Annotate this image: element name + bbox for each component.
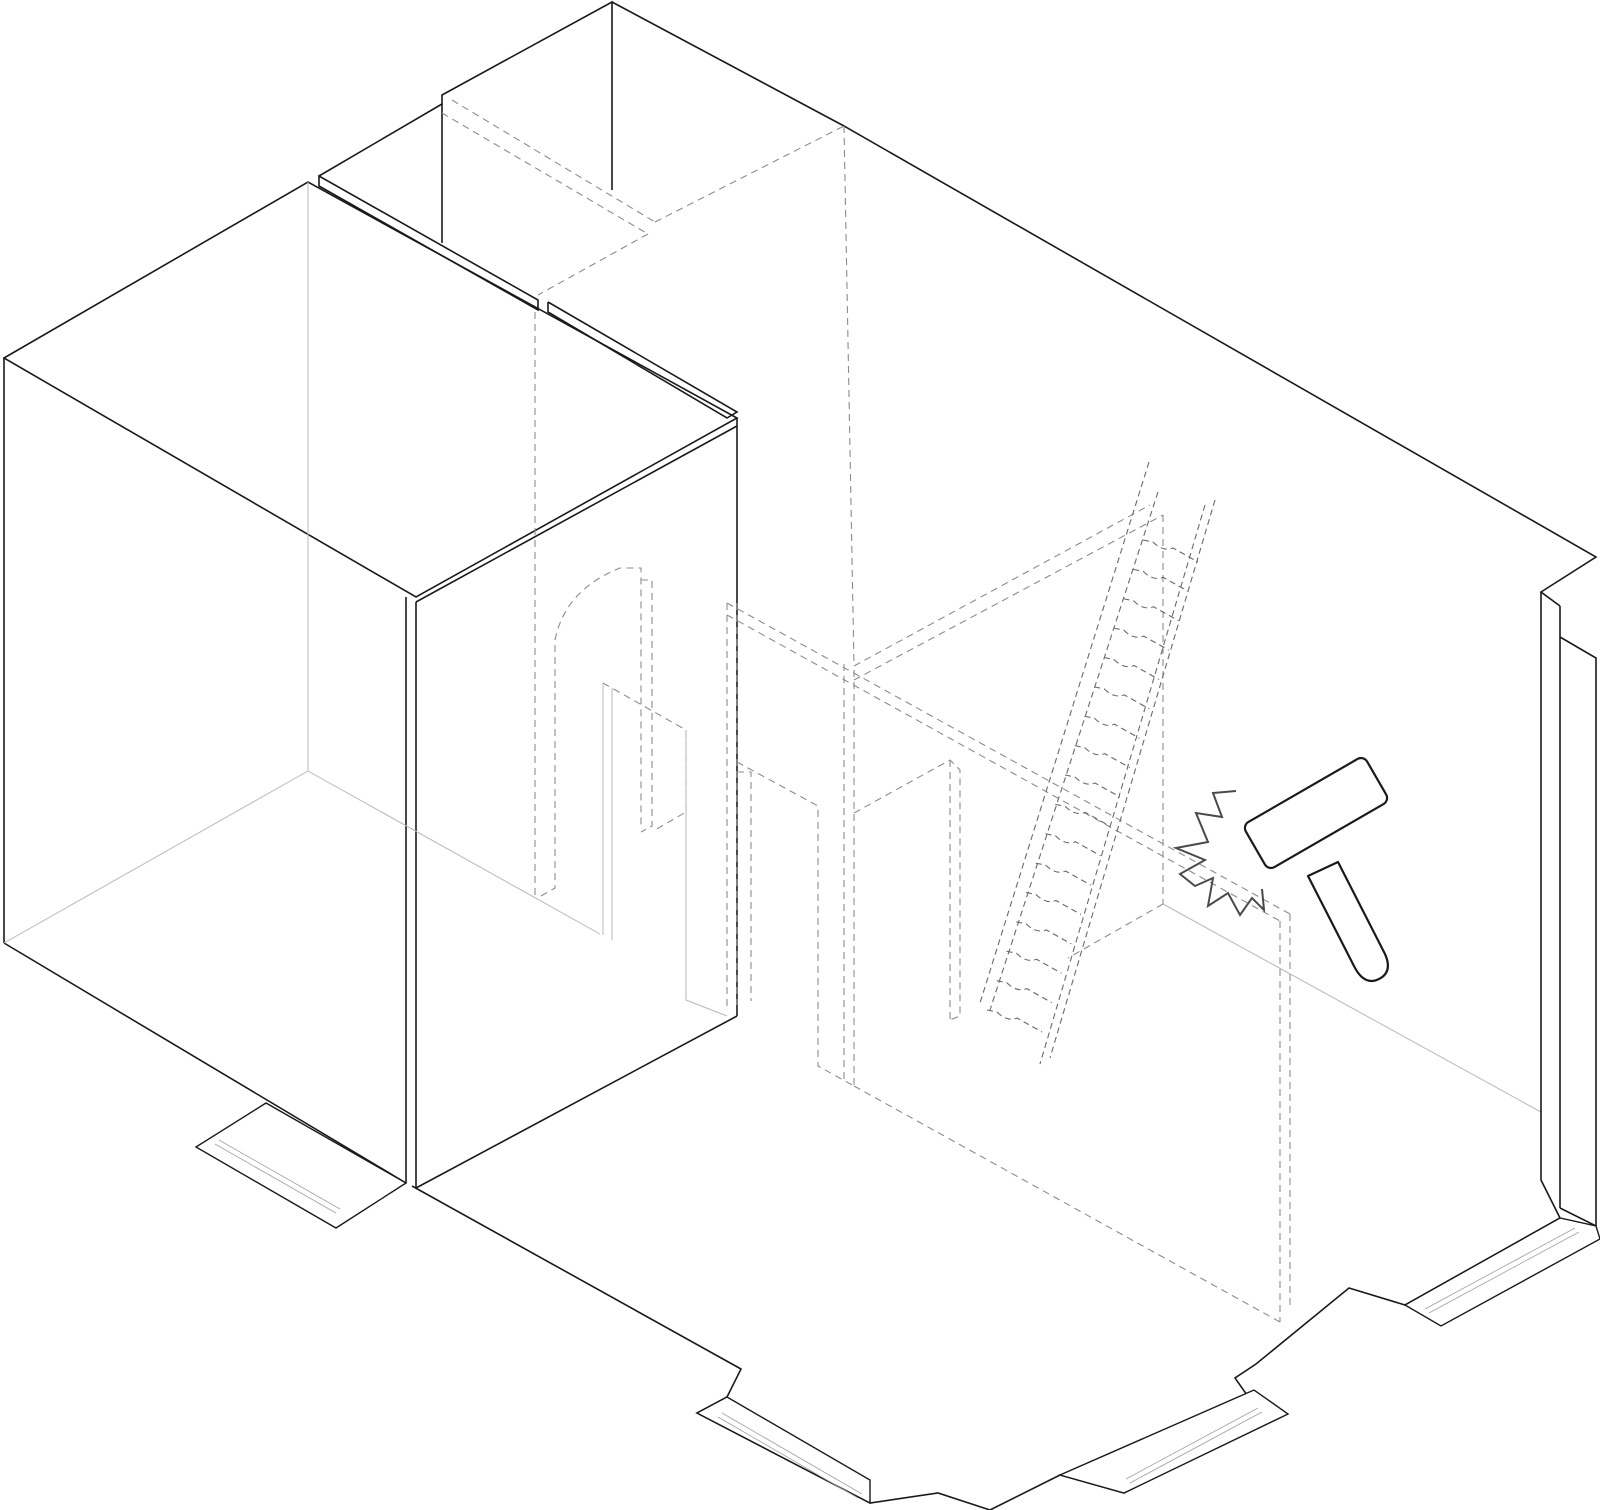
ladder-rung [1064, 774, 1121, 798]
ladder-icon [979, 461, 1216, 1065]
ladder-rail [1049, 499, 1216, 1059]
right-wall [1540, 592, 1597, 1228]
floor-outline [318, 0, 1598, 1510]
door-sill-bottom-left [695, 1396, 871, 1505]
ladder-rung [1133, 568, 1189, 592]
door-sill-right [1403, 1217, 1600, 1327]
impact-spark-icon [1172, 790, 1266, 917]
ladder-rung [1035, 862, 1092, 886]
ladder-rung [996, 980, 1053, 1004]
ladder-rung [1016, 921, 1072, 945]
hammer-icon [1243, 756, 1390, 983]
ladder-rail [1039, 504, 1206, 1065]
ladder-rung [1084, 715, 1140, 739]
ladder-rung [1055, 803, 1111, 827]
ladder-rail [989, 491, 1159, 1011]
ladder-rung [1103, 656, 1160, 680]
hidden-lines [441, 99, 1542, 1323]
ladder-rung [1123, 598, 1179, 622]
back-partition [318, 104, 739, 419]
ladder-rung [1025, 891, 1082, 915]
left-room-box [2, 181, 739, 1189]
ladder-rung [1094, 686, 1150, 710]
ladder-rung [986, 1009, 1043, 1033]
ladder-rail [979, 461, 1150, 1004]
ladder-rung [1045, 833, 1101, 857]
ladder-rung [1006, 950, 1062, 974]
ladder-rung [1142, 539, 1199, 563]
ladder-rung [1074, 745, 1131, 769]
door-sill-bottom-right [1057, 1389, 1290, 1494]
door-sill-left [194, 1102, 408, 1229]
ladder-rung [1113, 627, 1170, 651]
